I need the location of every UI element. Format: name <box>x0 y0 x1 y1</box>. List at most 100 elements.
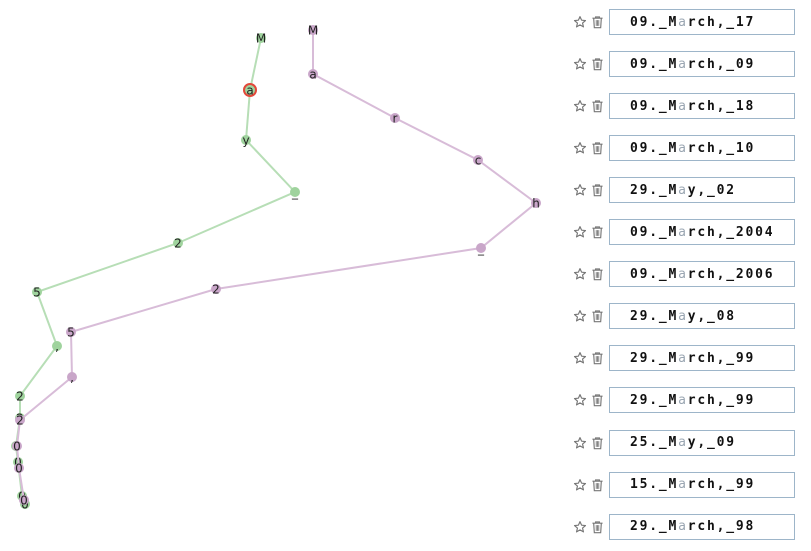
star-icon[interactable] <box>572 477 588 493</box>
result-text-suffix: y,_02 <box>687 182 736 198</box>
star-icon[interactable] <box>572 350 588 366</box>
result-text-suffix: y,_08 <box>687 308 736 324</box>
green-trace-point-selected[interactable] <box>243 83 257 97</box>
green-trace-label: , <box>55 340 59 354</box>
result-text-dim: a <box>678 477 688 493</box>
star-icon[interactable] <box>572 435 588 451</box>
trash-icon[interactable] <box>589 350 605 366</box>
result-text-prefix: 29._M <box>630 182 679 198</box>
purple-trace-label: r <box>393 112 398 126</box>
green-trace-point[interactable] <box>241 135 251 145</box>
purple-trace-point[interactable] <box>19 495 29 505</box>
trash-icon[interactable] <box>589 140 605 156</box>
trash-icon[interactable] <box>589 98 605 114</box>
green-trace-label: M <box>256 32 266 46</box>
purple-trace-point[interactable] <box>12 441 22 451</box>
purple-trace-point[interactable] <box>473 155 483 165</box>
purple-trace-point[interactable] <box>476 243 486 253</box>
purple-trace-point[interactable] <box>531 198 541 208</box>
purple-trace-point[interactable] <box>390 113 400 123</box>
trash-icon[interactable] <box>589 266 605 282</box>
green-trace-point[interactable] <box>15 391 25 401</box>
star-icon[interactable] <box>572 308 588 324</box>
result-text-prefix: 15._M <box>630 477 679 493</box>
star-icon[interactable] <box>572 182 588 198</box>
result-text-prefix: 09._M <box>630 14 679 30</box>
trash-icon[interactable] <box>589 14 605 30</box>
purple-trace-label: 0 <box>15 462 23 476</box>
trash-icon[interactable] <box>589 392 605 408</box>
result-text-dim: a <box>678 266 688 282</box>
purple-trace-line <box>15 30 538 501</box>
trash-icon[interactable] <box>589 308 605 324</box>
purple-trace-point[interactable] <box>66 327 76 337</box>
result-text-prefix: 29._M <box>630 350 679 366</box>
result-text-suffix: rch,_99 <box>687 477 756 493</box>
purple-trace-point[interactable] <box>67 372 77 382</box>
result-text-dim: a <box>678 435 688 450</box>
trash-icon[interactable] <box>589 224 605 240</box>
star-icon[interactable] <box>572 224 588 240</box>
result-text-prefix: 09._M <box>630 266 679 282</box>
green-trace-point[interactable] <box>52 341 62 351</box>
purple-trace-point[interactable] <box>14 463 24 473</box>
result-text-suffix: rch,_99 <box>687 392 756 408</box>
purple-trace-point[interactable] <box>211 284 221 294</box>
purple-trace-point[interactable] <box>308 25 318 35</box>
green-trace-label: y <box>242 134 249 148</box>
star-icon[interactable] <box>572 140 588 156</box>
result-text-prefix: 09._M <box>630 56 679 72</box>
result-text-dim: a <box>678 350 688 366</box>
trash-icon[interactable] <box>589 519 605 535</box>
green-trace-line <box>14 37 297 505</box>
result-text-dim: a <box>678 308 688 324</box>
purple-trace-label: 2 <box>212 283 220 297</box>
result-text-suffix: rch,_2004 <box>687 224 775 240</box>
green-trace-label: _ <box>291 186 299 200</box>
green-trace-label: a <box>246 84 253 98</box>
purple-trace-point[interactable] <box>308 69 318 79</box>
result-text-dim: a <box>678 182 688 198</box>
result-text-prefix: 25._M <box>630 435 679 450</box>
star-icon[interactable] <box>572 14 588 30</box>
star-icon[interactable] <box>572 519 588 535</box>
green-trace-label: 2 <box>16 390 24 404</box>
trash-icon[interactable] <box>589 477 605 493</box>
result-text-dim: a <box>678 224 688 240</box>
green-trace-label: 5 <box>33 286 41 300</box>
star-icon[interactable] <box>572 392 588 408</box>
green-trace-point[interactable] <box>173 238 183 248</box>
trash-icon[interactable] <box>589 435 605 451</box>
result-text-dim: a <box>678 56 688 72</box>
green-trace-point[interactable] <box>290 187 300 197</box>
green-trace-point[interactable] <box>32 287 42 297</box>
trash-icon[interactable] <box>589 182 605 198</box>
trash-icon[interactable] <box>589 56 605 72</box>
purple-trace-point[interactable] <box>15 415 25 425</box>
star-icon[interactable] <box>572 56 588 72</box>
star-icon[interactable] <box>572 98 588 114</box>
green-trace-point[interactable] <box>256 33 266 43</box>
star-icon[interactable] <box>572 266 588 282</box>
purple-trace-label: h <box>532 197 540 211</box>
